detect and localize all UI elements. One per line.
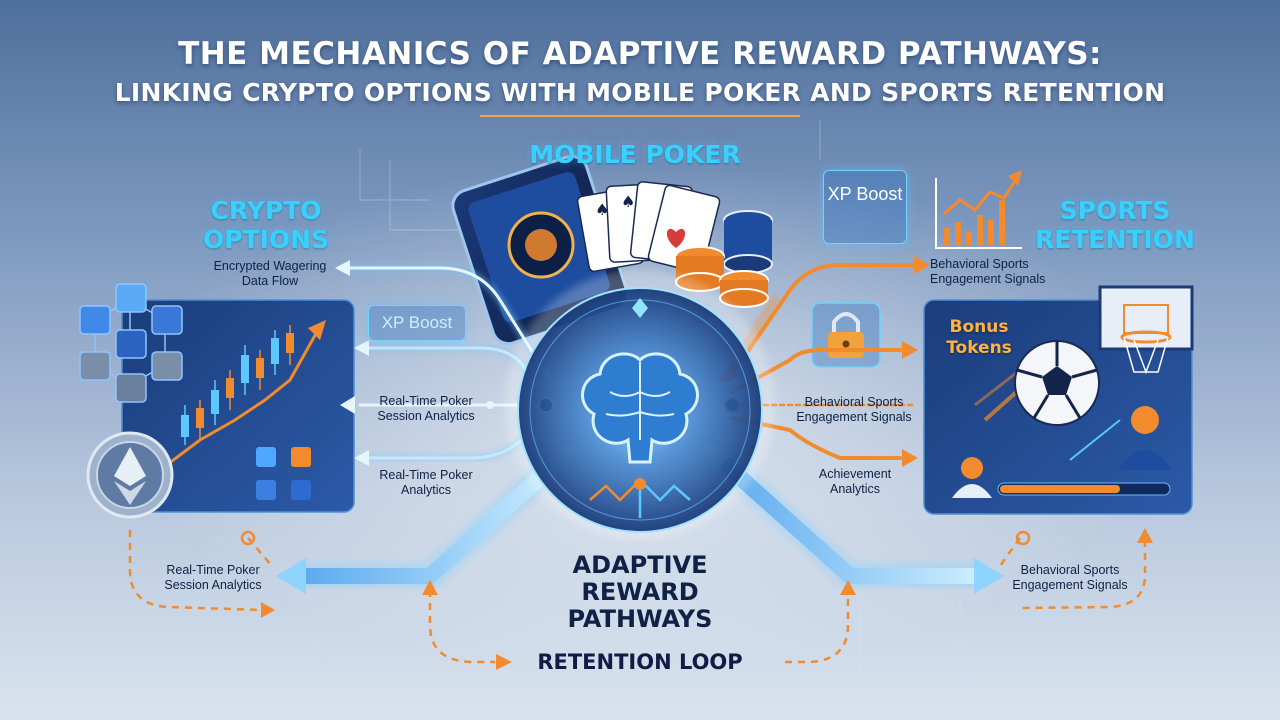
page-subtitle: LINKING CRYPTO OPTIONS WITH MOBILE POKER… — [114, 78, 1166, 107]
retention-loop-lines — [128, 530, 1147, 664]
realtime-analytics-label: Real-Time Poker Analytics — [379, 468, 473, 497]
brain-icon — [581, 352, 699, 464]
bonus-tokens-label: Bonus Tokens — [946, 317, 1012, 358]
page-title: THE MECHANICS OF ADAPTIVE REWARD PATHWAY… — [178, 36, 1102, 72]
behavioral-signals-top-label: Behavioral Sports Engagement Signals — [930, 257, 1046, 286]
soccer-ball-icon — [974, 340, 1100, 426]
playing-cards-icon: ♠ ♠ — [576, 181, 721, 274]
candlestick-chart-icon — [159, 320, 326, 472]
crypto-options-heading: CRYPTO OPTIONS — [202, 196, 330, 254]
player-avatar-icon — [952, 406, 1172, 498]
behavioral-signals-mid-label: Behavioral Sports Engagement Signals — [796, 395, 912, 424]
growth-chart-icon — [935, 170, 1022, 249]
sports-retention-heading: SPORTS RETENTION — [1035, 196, 1195, 254]
progress-bar — [997, 482, 1171, 496]
xp-boost-badge-left: XP Boost — [368, 305, 466, 341]
realtime-session-bottom-label: Real-Time Poker Session Analytics — [164, 563, 262, 592]
ethereum-coin-icon — [86, 431, 174, 519]
circuit-lines — [319, 120, 961, 690]
xp-boost-badge-right: XP Boost — [823, 170, 907, 244]
behavioral-signals-bottom-label: Behavioral Sports Engagement Signals — [1012, 563, 1128, 592]
mobile-poker-heading: MOBILE POKER — [529, 140, 741, 169]
loop-node-left-icon — [240, 530, 256, 546]
left-node-dot-icon — [486, 401, 494, 409]
retention-loop-arrowheads — [261, 528, 1153, 670]
lock-icon — [811, 302, 881, 368]
encrypted-wagering-label: Encrypted Wagering Data Flow — [213, 259, 327, 288]
blockchain-cubes-icon — [256, 447, 311, 500]
adaptive-reward-pathways-title: ADAPTIVE REWARD PATHWAYS — [567, 551, 713, 633]
basketball-hoop-icon — [1098, 285, 1194, 375]
achievement-analytics-label: Achievement Analytics — [818, 467, 892, 496]
loop-node-right-icon — [1015, 530, 1031, 546]
retention-loop-label: RETENTION LOOP — [537, 650, 743, 674]
circuit-glyph-icon — [589, 478, 691, 518]
network-nodes-icon — [79, 283, 183, 403]
svg-text:♠: ♠ — [621, 192, 635, 211]
sports-panel — [923, 299, 1193, 515]
realtime-session-label: Real-Time Poker Session Analytics — [377, 394, 475, 423]
hub-sparkle-icon — [632, 298, 648, 318]
svg-text:♠: ♠ — [595, 200, 609, 219]
